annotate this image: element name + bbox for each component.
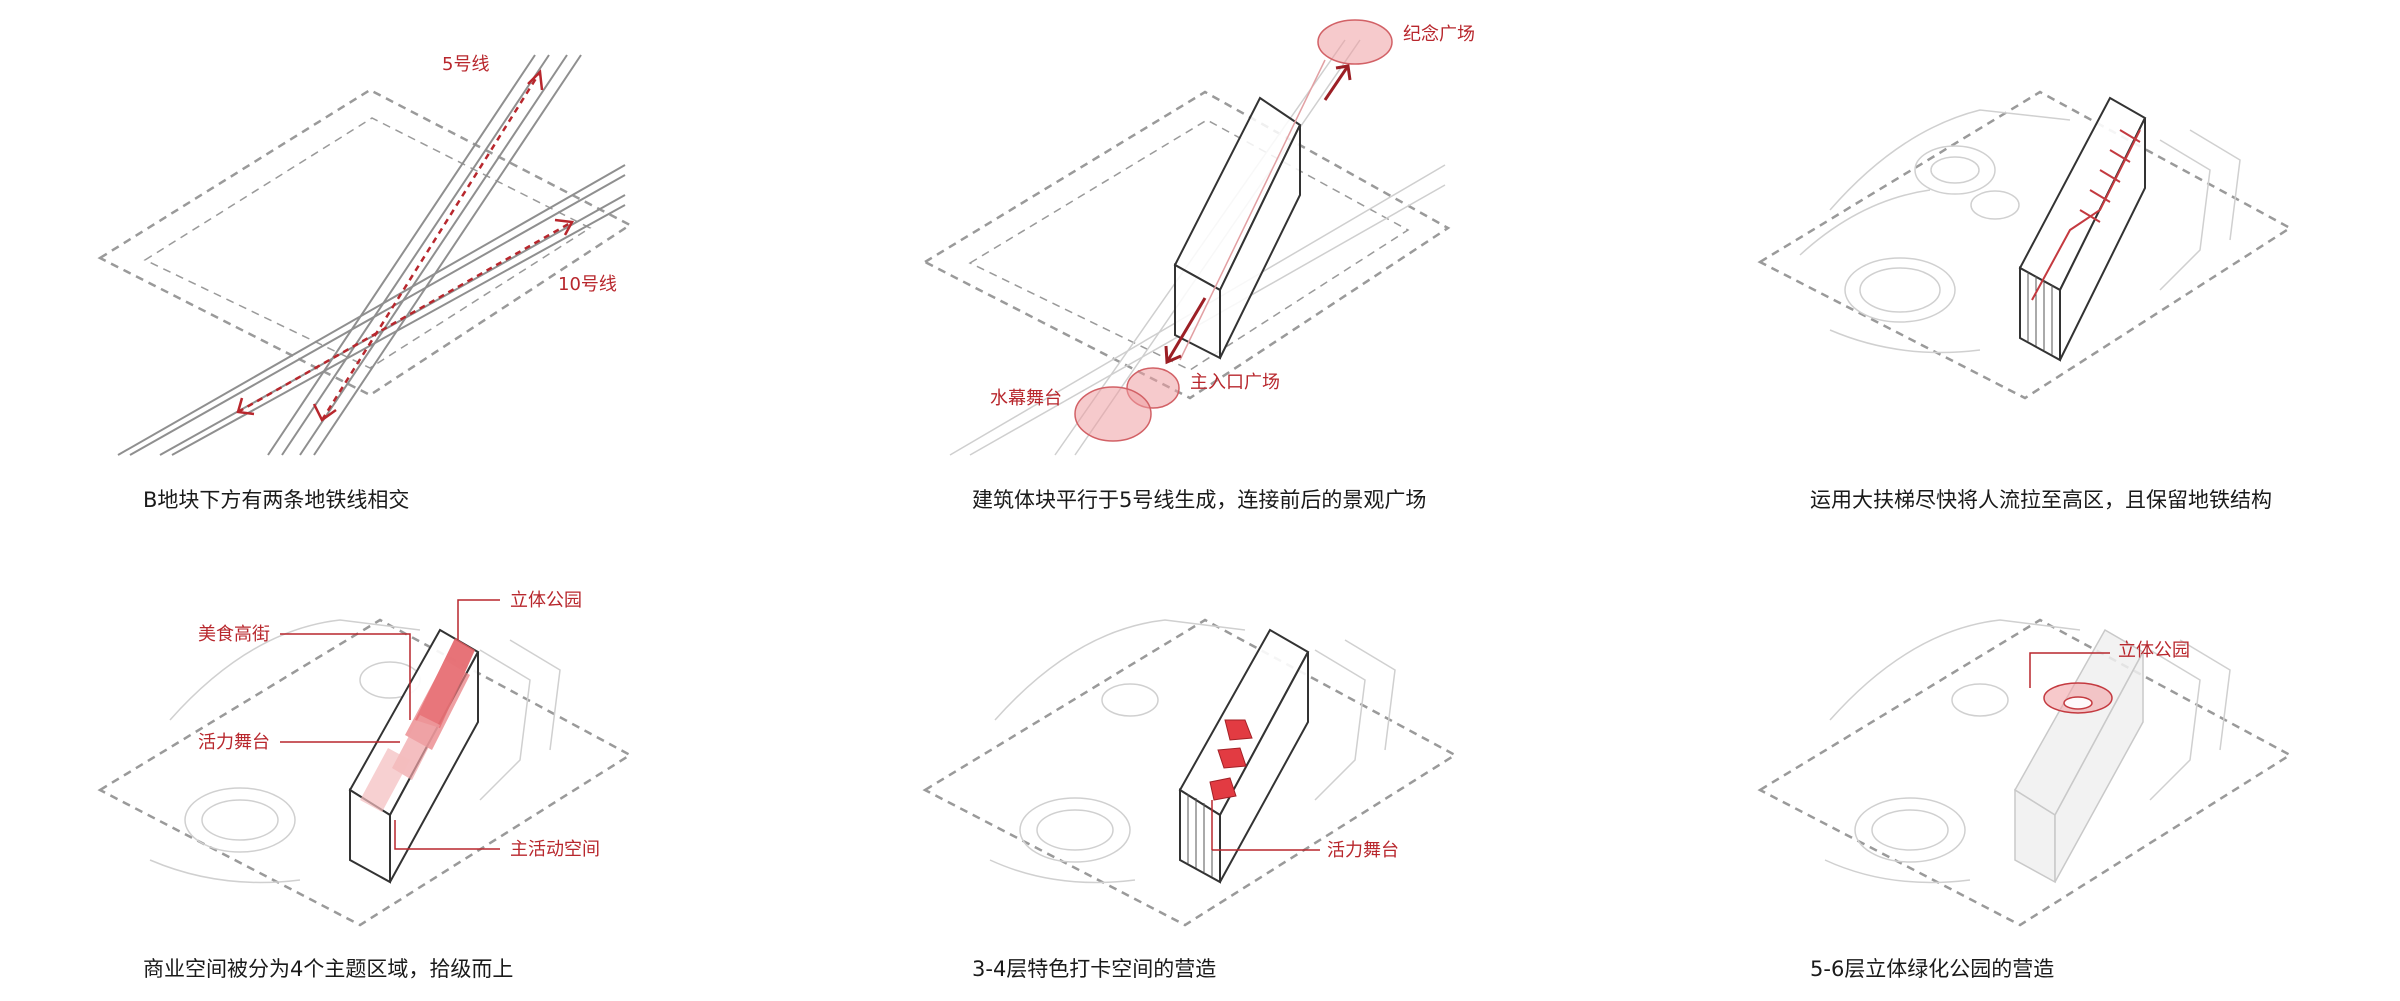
- caption-panel-3: 运用大扶梯尽快将人流拉至高区，且保留地铁结构: [1810, 488, 2272, 512]
- caption-panel-6: 5-6层立体绿化公园的营造: [1810, 957, 2055, 981]
- label-stage: 活力舞台: [198, 732, 270, 753]
- caption-panel-5: 3-4层特色打卡空间的营造: [972, 957, 1217, 981]
- building-volume: [1173, 96, 1302, 360]
- panel-checkin-space: 活力舞台 3-4层特色打卡空间的营造: [800, 520, 1600, 1001]
- site-outline: [922, 618, 1458, 927]
- panel-building-mass: 纪念广场 主入口广场 水幕舞台 建筑体块平行于5号线生成，连接前后的景观广场: [800, 0, 1600, 520]
- label-stage: 活力舞台: [1327, 840, 1399, 861]
- diagram-subway-lines: 5号线 10号线: [97, 54, 633, 456]
- leader-line-park: [2029, 652, 2110, 688]
- arrows-connect: [1164, 64, 1352, 365]
- site-outline: [922, 90, 1451, 400]
- diagram-commercial-zones: 立体公园 美食高街 活力舞台 主活动空间: [97, 590, 633, 927]
- context-buildings: [989, 619, 1396, 884]
- flow-arrow-line5: [312, 69, 544, 422]
- panel-vertical-park: 立体公园 5-6层立体绿化公园的营造: [1600, 520, 2400, 1001]
- diagram-vertical-park: 立体公园: [1757, 618, 2293, 927]
- flow-arrow-line10: [236, 218, 574, 416]
- axis-line: [1179, 59, 1326, 361]
- diagram-checkin-space: 活力舞台: [922, 618, 1458, 927]
- context-buildings: [1824, 619, 2231, 884]
- panel-subway-intersection: 5号线 10号线 B地块下方有两条地铁线相交: [0, 0, 800, 520]
- panel-commercial-zones: 立体公园 美食高街 活力舞台 主活动空间 商业空间被分为4个主题区域，拾级而上: [0, 520, 800, 1001]
- site-outline: [97, 88, 633, 397]
- label-park: 立体公园: [2118, 640, 2190, 661]
- label-memorial-plaza: 纪念广场: [1403, 23, 1475, 45]
- panel-escalator: 运用大扶梯尽快将人流拉至高区，且保留地铁结构: [1600, 0, 2400, 520]
- context-buildings: [149, 619, 561, 884]
- zone-fills: [360, 638, 475, 812]
- building-volume-escalator: [2018, 96, 2147, 362]
- site-outline: [1757, 618, 2293, 927]
- site-outline: [1757, 90, 2293, 400]
- park-funnel: [2043, 682, 2113, 714]
- checkin-volumes: [1209, 719, 1253, 801]
- caption-panel-4: 商业空间被分为4个主题区域，拾级而上: [143, 957, 514, 981]
- label-main-space: 主活动空间: [510, 839, 600, 860]
- caption-panel-2: 建筑体块平行于5号线生成，连接前后的景观广场: [972, 488, 1427, 512]
- building-volume-park: [2013, 628, 2145, 884]
- label-water-stage: 水幕舞台: [990, 388, 1062, 409]
- label-entrance-plaza: 主入口广场: [1190, 372, 1280, 393]
- zone-main: [360, 748, 410, 812]
- context-buildings: [1799, 109, 2241, 354]
- subway-line-10: [117, 164, 626, 456]
- leader-lines: [280, 599, 500, 850]
- caption-panel-1: B地块下方有两条地铁线相交: [143, 488, 410, 512]
- site-outline: [97, 618, 633, 927]
- label-line5: 5号线: [442, 54, 489, 75]
- facade-lines: [2027, 272, 2053, 355]
- diagram-building-mass: 纪念广场 主入口广场 水幕舞台: [922, 19, 1475, 456]
- diagram-escalator: [1757, 90, 2293, 400]
- subway-line-5: [267, 54, 582, 456]
- label-park: 立体公园: [510, 590, 582, 611]
- label-line10: 10号线: [558, 274, 617, 295]
- label-food-street: 美食高街: [198, 624, 270, 645]
- plaza-water-stage: [1074, 386, 1152, 442]
- building-volume-checkin: [1178, 628, 1310, 884]
- escalator-path: [2031, 129, 2141, 301]
- plaza-memorial: [1317, 19, 1393, 65]
